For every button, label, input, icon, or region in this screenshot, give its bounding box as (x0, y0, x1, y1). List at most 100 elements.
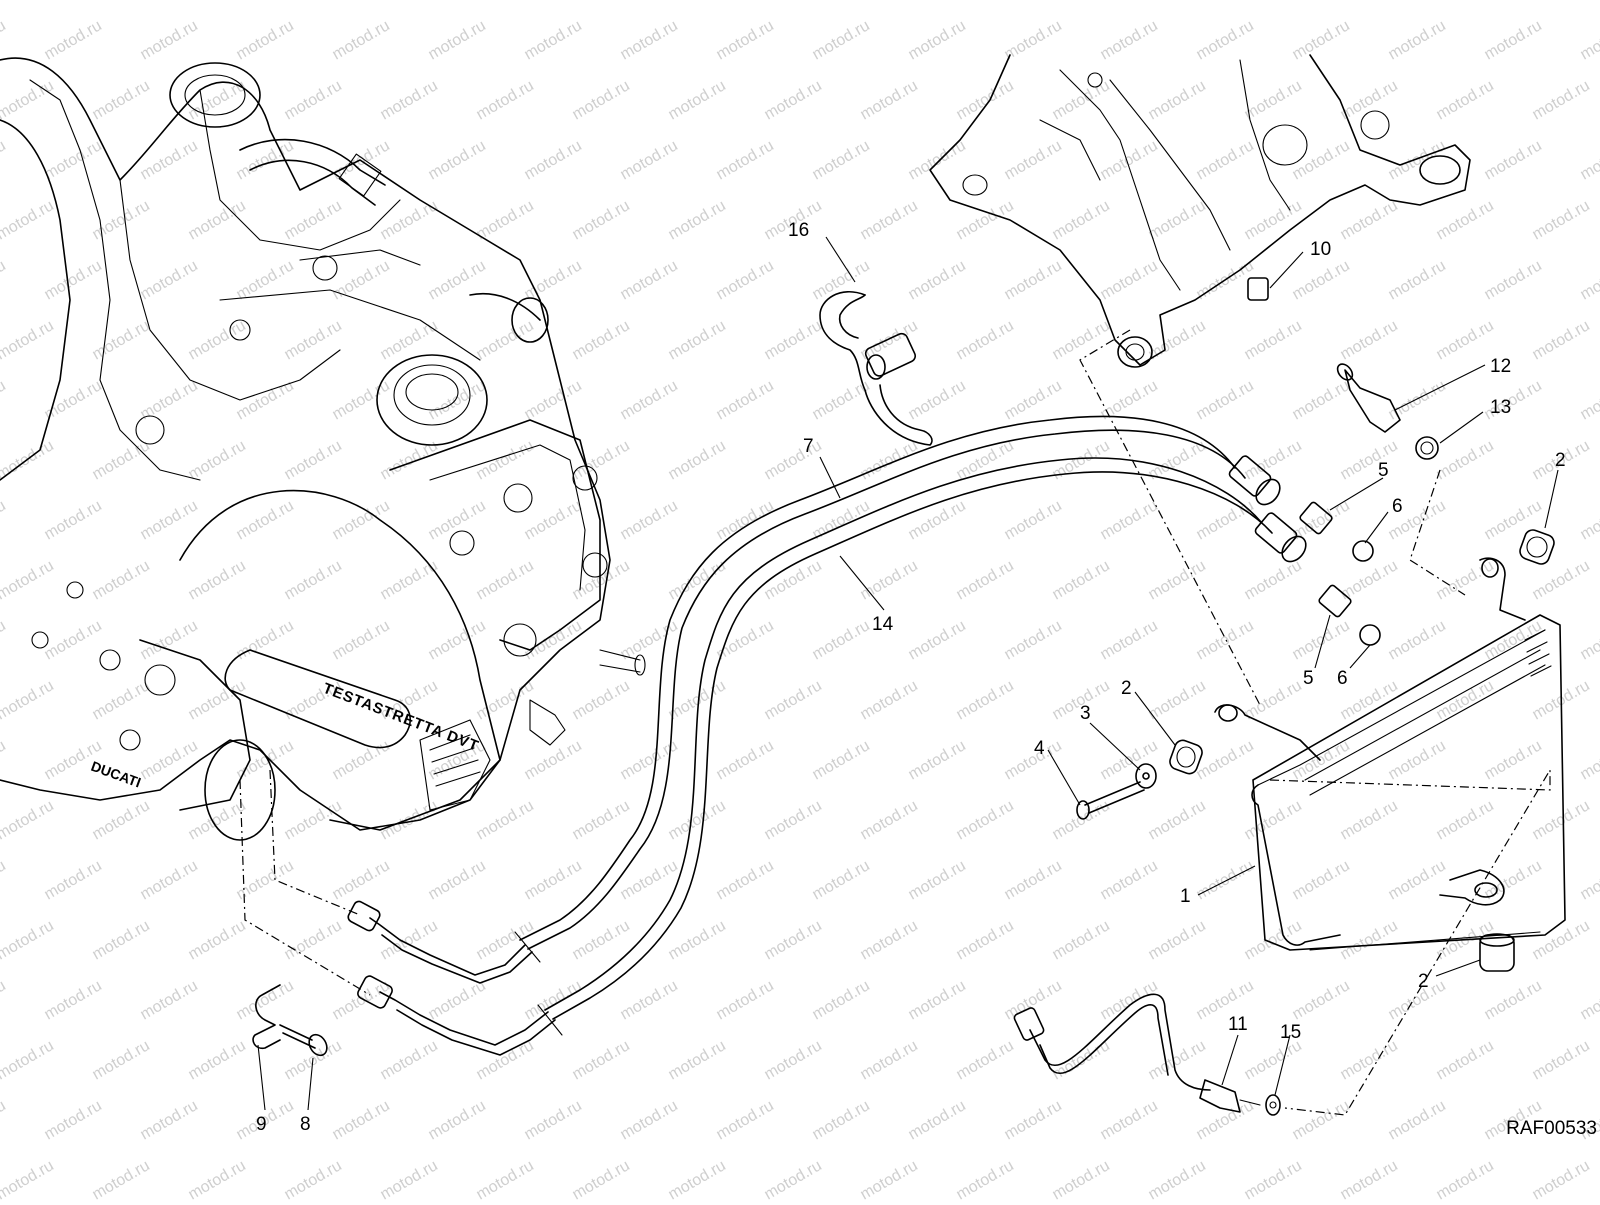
watermark-text: motod.ru (1338, 437, 1401, 483)
watermark-text: motod.ru (1386, 137, 1449, 183)
watermark-text: motod.ru (762, 0, 825, 3)
watermark-text: motod.ru (0, 917, 57, 963)
watermark-text: motod.ru (0, 377, 9, 423)
watermark-text: motod.ru (954, 1157, 1017, 1200)
watermark-text: motod.ru (138, 737, 201, 783)
watermark-text: motod.ru (618, 17, 681, 63)
watermark-text: motod.ru (666, 437, 729, 483)
watermark-text: motod.ru (1050, 557, 1113, 603)
watermark-text: motod.ru (474, 317, 537, 363)
watermark-text: motod.ru (714, 617, 777, 663)
watermark-text: motod.ru (138, 17, 201, 63)
watermark-text: motod.ru (378, 1037, 441, 1083)
watermark-text: motod.ru (0, 17, 9, 63)
watermark-text: motod.ru (954, 437, 1017, 483)
watermark-text: motod.ru (0, 197, 57, 243)
watermark-text: motod.ru (1290, 17, 1353, 63)
watermark-text: motod.ru (426, 617, 489, 663)
watermark-text: motod.ru (378, 437, 441, 483)
watermark-text: motod.ru (1194, 497, 1257, 543)
watermark-text: motod.ru (234, 257, 297, 303)
watermark-text: motod.ru (0, 257, 9, 303)
watermark-text: motod.ru (906, 1097, 969, 1143)
watermark-text: motod.ru (618, 377, 681, 423)
watermark-text: motod.ru (1578, 617, 1600, 663)
watermark-text: motod.ru (954, 677, 1017, 723)
watermark-text: motod.ru (666, 917, 729, 963)
watermark-text: motod.ru (1386, 1097, 1449, 1143)
watermark-text: motod.ru (1050, 0, 1113, 3)
watermark-text: motod.ru (1194, 377, 1257, 423)
watermark-text: motod.ru (0, 797, 57, 843)
watermark-text: motod.ru (858, 77, 921, 123)
watermark-text: motod.ru (426, 977, 489, 1023)
watermark-text: motod.ru (618, 977, 681, 1023)
watermark-text: motod.ru (282, 557, 345, 603)
watermark-text: motod.ru (858, 677, 921, 723)
watermark-text: motod.ru (858, 917, 921, 963)
watermark-text: motod.ru (0, 497, 9, 543)
watermark-text: motod.ru (1386, 737, 1449, 783)
watermark-text: motod.ru (810, 737, 873, 783)
watermark-text: motod.ru (1146, 677, 1209, 723)
watermark-text: motod.ru (234, 17, 297, 63)
watermark-text: motod.ru (42, 1097, 105, 1143)
watermark-text: motod.ru (954, 797, 1017, 843)
watermark-text: motod.ru (1338, 797, 1401, 843)
watermark-text: motod.ru (1578, 17, 1600, 63)
watermark-text: motod.ru (666, 1157, 729, 1200)
watermark-text: motod.ru (1434, 437, 1497, 483)
watermark-text: motod.ru (90, 77, 153, 123)
watermark-text: motod.ru (90, 197, 153, 243)
watermark-text: motod.ru (570, 1157, 633, 1200)
watermark-text: motod.ru (1386, 257, 1449, 303)
watermark-text: motod.ru (282, 197, 345, 243)
watermark-text: motod.ru (42, 377, 105, 423)
watermark-text: motod.ru (1146, 1157, 1209, 1200)
watermark-text: motod.ru (714, 17, 777, 63)
watermark-text: motod.ru (0, 977, 9, 1023)
callout-6-top: 6 (1392, 496, 1403, 517)
watermark-text: motod.ru (42, 977, 105, 1023)
watermark-text: motod.ru (618, 1097, 681, 1143)
callout-16: 16 (788, 220, 809, 241)
watermark-text: motod.ru (858, 557, 921, 603)
watermark-text: motod.ru (474, 1037, 537, 1083)
watermark-text: motod.ru (138, 857, 201, 903)
watermark-text: motod.ru (1578, 137, 1600, 183)
watermark-text: motod.ru (1194, 737, 1257, 783)
watermark-text: motod.ru (1194, 137, 1257, 183)
watermark-text: motod.ru (954, 1037, 1017, 1083)
watermark-text: motod.ru (906, 617, 969, 663)
callout-15: 15 (1280, 1022, 1301, 1043)
callout-2-middle: 2 (1121, 678, 1132, 699)
watermark-text: motod.ru (1338, 917, 1401, 963)
watermark-text: motod.ru (0, 557, 57, 603)
watermark-text: motod.ru (378, 197, 441, 243)
watermark-text: motod.ru (1242, 77, 1305, 123)
watermark-text: motod.ru (1530, 1037, 1593, 1083)
watermark-text: motod.ru (762, 797, 825, 843)
watermark-text: motod.ru (474, 0, 537, 3)
watermark-text: motod.ru (0, 617, 9, 663)
watermark-text: motod.ru (378, 797, 441, 843)
watermark-text: motod.ru (1386, 17, 1449, 63)
watermark-text: motod.ru (1098, 17, 1161, 63)
watermark-text: motod.ru (1482, 737, 1545, 783)
watermark-text: motod.ru (1386, 377, 1449, 423)
watermark-text: motod.ru (186, 917, 249, 963)
watermark-text: motod.ru (570, 797, 633, 843)
watermark-text: motod.ru (138, 497, 201, 543)
temperature-sensor-11 (1013, 994, 1280, 1115)
watermark-text: motod.ru (1434, 677, 1497, 723)
watermark-text: motod.ru (1530, 0, 1593, 3)
watermark-text: motod.ru (42, 257, 105, 303)
watermark-text: motod.ru (1578, 977, 1600, 1023)
watermark-text: motod.ru (42, 17, 105, 63)
watermark-text: motod.ru (810, 137, 873, 183)
watermark-text: motod.ru (186, 1037, 249, 1083)
watermark-text: motod.ru (618, 137, 681, 183)
watermark-text: motod.ru (666, 797, 729, 843)
watermark-text: motod.ru (1578, 377, 1600, 423)
